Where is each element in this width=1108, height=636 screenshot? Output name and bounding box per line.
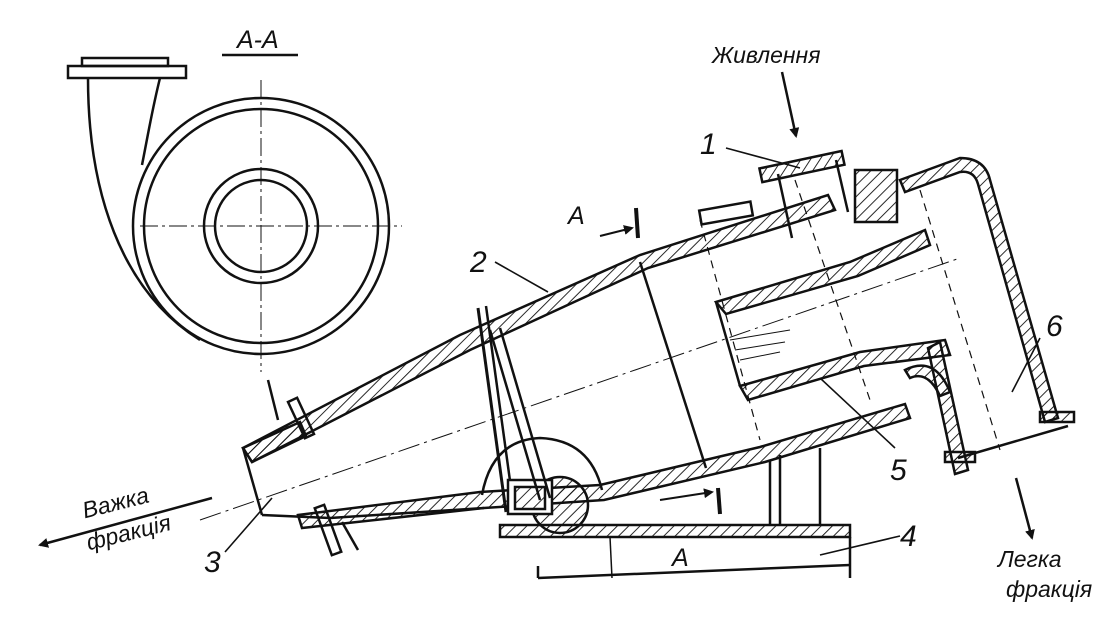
cyclone-shell-inner [142,107,380,345]
leader-2 [494,261,549,293]
vortex-finder-upper-wall [713,228,932,316]
leader-3 [224,497,273,553]
heavy-fraction-arrow [38,496,213,548]
leader-lines [224,147,1041,556]
light-fraction-arrow [1014,477,1035,540]
lower-wall [296,402,912,530]
leader-4 [819,535,901,556]
section-mark-upper: A [568,202,585,230]
support-frame-bottom [537,563,851,580]
head-flange [853,168,899,224]
part-number-3: 3 [204,546,221,579]
feed-flange [757,149,846,184]
feed-arrow [780,71,800,138]
light-fraction-label-1: Легка [998,546,1062,572]
leader-5 [819,377,896,449]
inlet-flange [66,64,188,80]
upper-wall [241,193,837,464]
section-mark-lower: A [672,544,689,572]
overflow-pipe-inner [213,178,309,274]
leader-1 [725,147,801,169]
section-title: A-A [237,26,279,54]
tangential-inlet [86,77,201,342]
leader-6 [1011,337,1041,393]
feed-label: Живлення [712,42,821,68]
section-cut-markers [599,207,722,515]
spigot-flange-bottom [313,503,343,557]
section-view-a-a [66,53,402,372]
spigot-nozzle [241,420,308,464]
part-number-2: 2 [470,246,487,279]
valve-housing [480,436,604,496]
part-number-1: 1 [700,128,717,161]
overflow-pipe-outer [202,167,320,285]
spigot-flange-top [286,396,316,440]
part-number-5: 5 [890,454,907,487]
flow-arrows [38,71,1035,548]
cyclone-shell-outer [131,96,391,356]
cyclone-body [199,149,1076,580]
light-fraction-label-2: фракція [1006,576,1093,602]
part-number-6: 6 [1046,310,1063,343]
part-number-4: 4 [900,520,917,553]
vortex-finder-lower-wall [738,338,952,402]
support-frame-top [498,523,852,539]
